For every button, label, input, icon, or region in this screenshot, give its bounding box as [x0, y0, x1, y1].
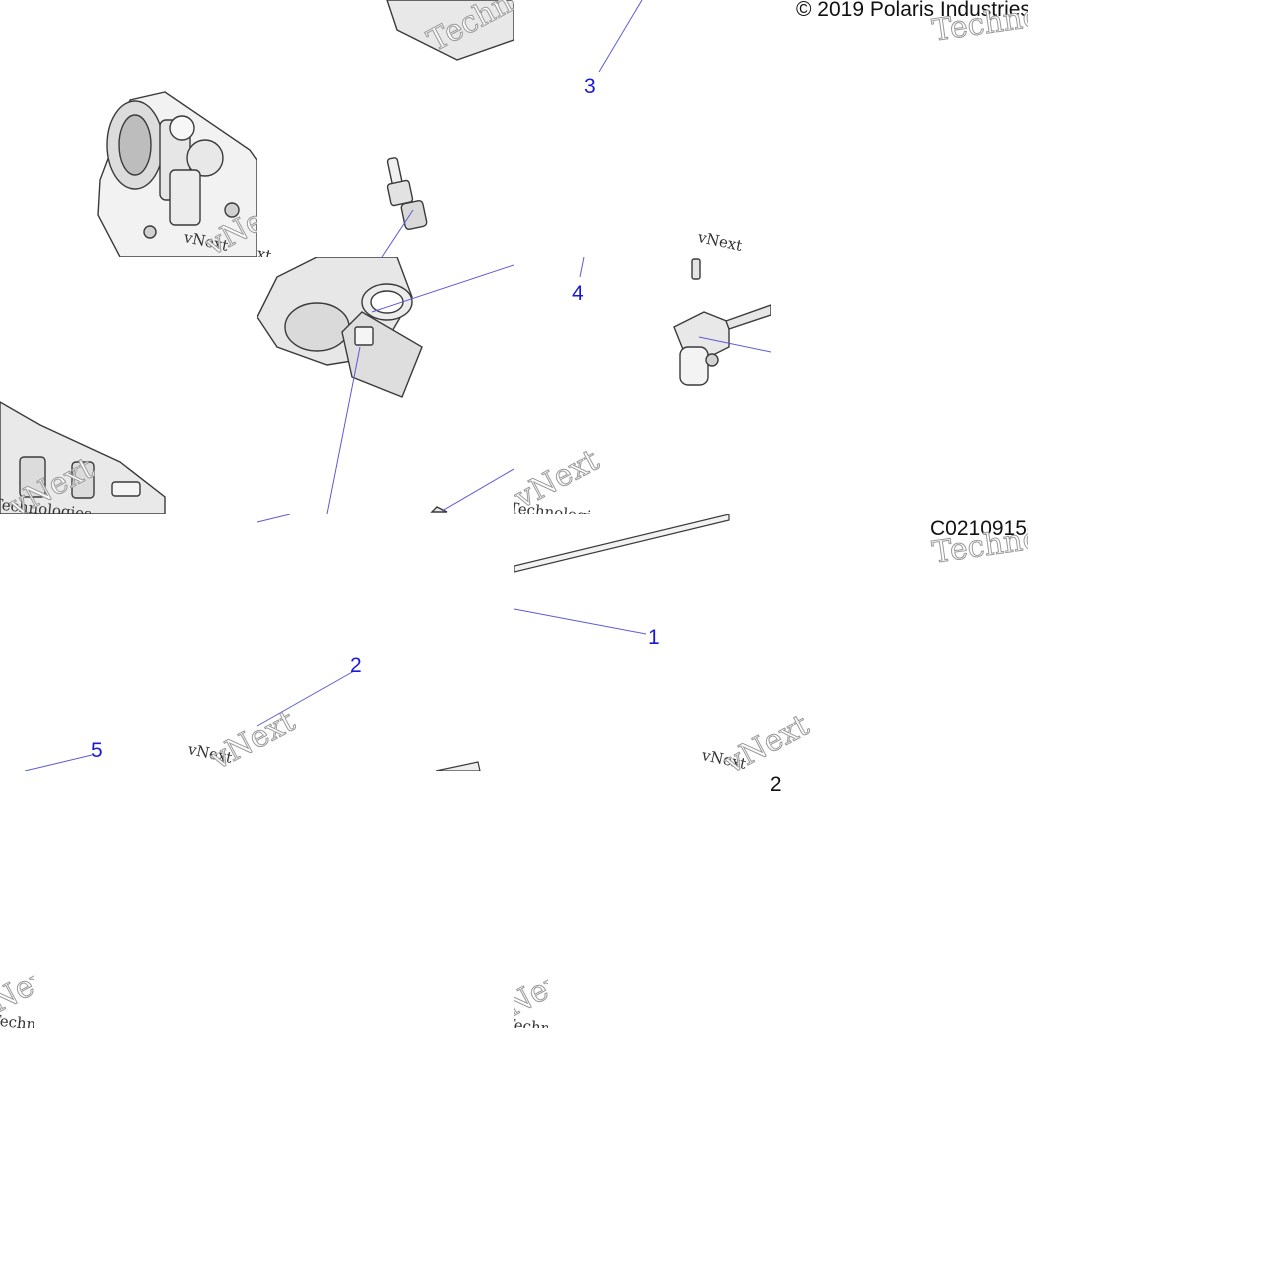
throttle-body-drawing: [97, 91, 257, 257]
leader-lines: [598, 0, 643, 73]
diagram-code-fragment: C0210915-2: [771, 773, 782, 796]
callout-2: 2: [350, 654, 362, 677]
callout-3: 3: [584, 75, 596, 98]
watermark-text: Technologies: [0, 1011, 34, 1028]
tile-callout-3: 3 © 2019 Polaris Industries Inc. Technol…: [514, 0, 1028, 257]
fuel-line-drawing: [514, 514, 730, 635]
temp-sensor-drawing: [381, 0, 514, 257]
fuel-rail-drawing: [0, 401, 166, 514]
tile-watermark-fragment: vNext Technologies: [0, 771, 34, 1028]
callout-4: 4: [572, 282, 584, 305]
map-sensor-drawing: [257, 257, 514, 514]
copyright-text: © 2019 Polaris Industries Inc.: [796, 0, 1028, 21]
tile-position-sensor: 4 vNext vNext Technologies: [514, 257, 771, 514]
callout-1: 1: [648, 626, 660, 649]
tile-throttle-body: vNext vNext: [0, 0, 257, 257]
callout-5: 5: [91, 739, 103, 762]
tile-fuel-rail: Technologies vNext: [0, 257, 257, 514]
leader-lines: [24, 514, 481, 771]
watermark-text: Technologies: [514, 1015, 548, 1028]
tile-fuel-line: 1 C0210915-2 Technologies vNext vNext: [514, 514, 1028, 771]
position-sensor-drawing: [579, 257, 771, 386]
tile-callout-2-5: 2 5 vNext vNext: [0, 514, 514, 771]
tile-watermark-fragment: vNext Technologies: [514, 771, 548, 1028]
tile-map-sensor: Technologies: [257, 257, 514, 514]
tile-code-fragment: C0210915-2: [771, 771, 805, 796]
diagram-code: C0210915-2: [930, 517, 1028, 540]
tile-temp-sensor: Technologies vNext: [257, 0, 514, 257]
